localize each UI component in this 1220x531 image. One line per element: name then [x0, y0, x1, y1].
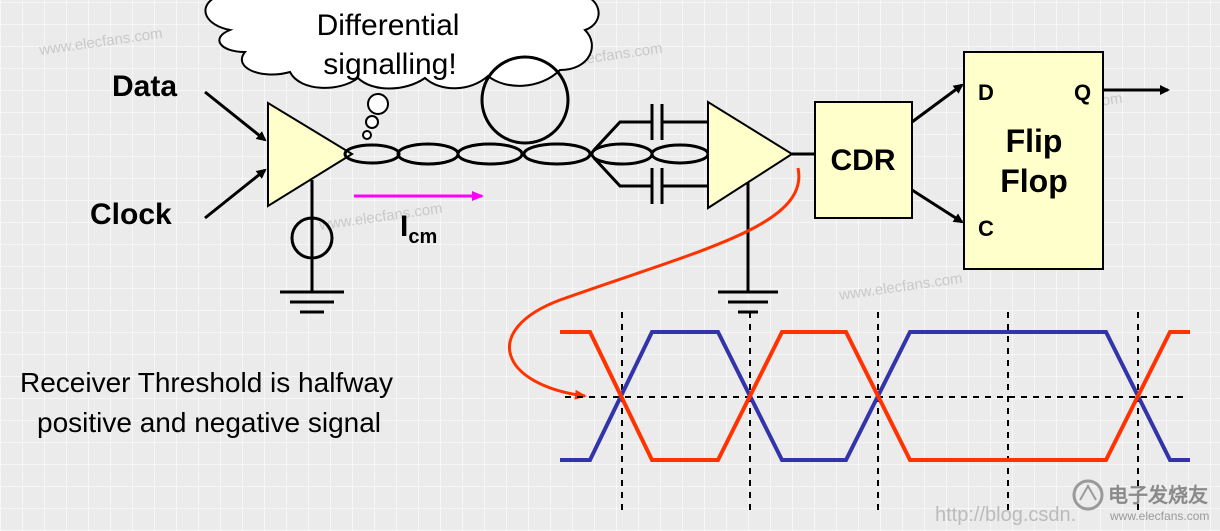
flip-flop-label-line2: Flop [1000, 163, 1068, 199]
flip-flop-block [963, 51, 1104, 270]
elecfans-logo: 电子发烧友 www.elecfans.com [1072, 479, 1209, 523]
svg-text:www.elecfans.com: www.elecfans.com [37, 25, 163, 59]
bubble-text-line1: Differential [317, 9, 460, 42]
blog-watermark: http://blog.csdn. [935, 504, 1076, 526]
flip-flop-q-pin: Q [1074, 80, 1091, 105]
thought-dot-medium [365, 115, 379, 129]
cdr-label: CDR [831, 144, 896, 177]
cdr-to-d-arrow [911, 83, 964, 124]
threshold-text-line1: Receiver Threshold is halfway [20, 367, 393, 398]
cdr-to-c-arrow [911, 188, 964, 224]
svg-text:www.elecfans.com: www.elecfans.com [1109, 509, 1209, 523]
thought-dot-small [362, 130, 372, 140]
ground-symbol-rx [718, 290, 778, 314]
flip-flop-c-pin: C [978, 216, 994, 241]
transmitter-driver-triangle [267, 101, 354, 208]
bubble-text-line2: signalling! [323, 48, 456, 81]
positive-signal-trace [560, 330, 1190, 462]
clock-input-label: Clock [90, 198, 172, 231]
thought-dot-large [367, 93, 389, 115]
logo-icon [1072, 479, 1104, 511]
svg-text:www.elecfans.com: www.elecfans.com [837, 270, 963, 304]
coupling-capacitors [592, 104, 708, 204]
receiver-triangle [707, 100, 794, 210]
clock-input-arrow [204, 168, 267, 220]
flip-flop-d-pin: D [978, 80, 994, 105]
background-watermark: www.elecfans.com www.elecfans.com www.el… [37, 25, 1123, 304]
svg-text:电子发烧友: 电子发烧友 [1108, 483, 1208, 507]
cdr-block [814, 101, 913, 219]
threshold-text-line2: positive and negative signal [37, 407, 381, 438]
threshold-pointer-curve [508, 167, 801, 400]
data-input-label: Data [112, 70, 177, 103]
differential-waveform [560, 312, 1190, 516]
data-input-arrow [204, 90, 267, 142]
flip-flop-label-line1: Flip [1006, 123, 1063, 159]
common-mode-current-label: Icm [400, 210, 437, 248]
ground-symbol-tx [280, 290, 344, 314]
